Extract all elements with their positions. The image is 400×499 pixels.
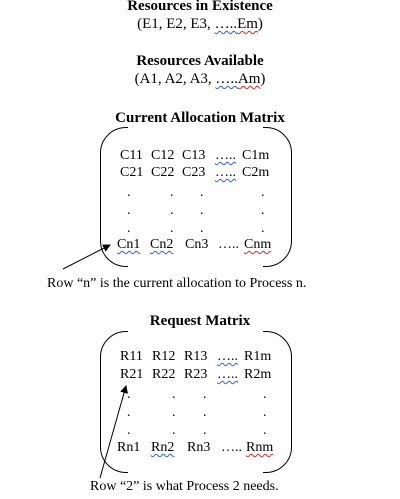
cell: Cn3 — [185, 237, 209, 252]
cell: Rnm — [246, 440, 274, 455]
cell: C1m — [242, 148, 270, 163]
dot: . — [200, 221, 204, 236]
dot: . — [170, 185, 174, 200]
cell: R23 — [184, 367, 208, 382]
cell: Rn1 — [117, 440, 141, 455]
cell: C21 — [120, 165, 144, 180]
cell: C11 — [120, 148, 143, 163]
dot: . — [203, 423, 207, 438]
resources-available-title: Resources Available — [136, 53, 264, 69]
cell: Cn2 — [150, 237, 174, 252]
cell: ….. — [217, 367, 238, 382]
dot: . — [261, 203, 265, 218]
resources-available-vector: (A1, A2, A3, …..Am) — [134, 71, 266, 87]
dot: . — [127, 405, 131, 420]
request-row-arrow — [99, 385, 128, 479]
dot: . — [261, 185, 265, 200]
dot: . — [127, 423, 131, 438]
cell: C23 — [182, 165, 206, 180]
dot: . — [203, 387, 207, 402]
cell: ….. — [215, 165, 236, 180]
allocation-caption: Row “n” is the current allocation to Pro… — [47, 276, 307, 291]
dot: . — [203, 405, 207, 420]
cell: Cn1 — [117, 237, 141, 252]
cell: R11 — [120, 349, 143, 364]
dot: . — [127, 221, 131, 236]
dot: . — [200, 203, 204, 218]
cell: R13 — [184, 349, 208, 364]
resources-existence-title: Resources in Existence — [127, 0, 273, 14]
dot: . — [170, 203, 174, 218]
cell: C12 — [151, 148, 175, 163]
cell: C22 — [151, 165, 175, 180]
cell: R1m — [244, 349, 272, 364]
cell: R22 — [152, 367, 176, 382]
dot: . — [263, 387, 267, 402]
dot: . — [172, 387, 176, 402]
request-matrix-title: Request Matrix — [149, 313, 251, 329]
cell: C13 — [182, 148, 206, 163]
resources-existence-vector: (E1, E2, E3, …..Em) — [137, 16, 263, 32]
allocation-row-arrow — [62, 244, 111, 270]
cell: R12 — [152, 349, 176, 364]
dot: . — [170, 221, 174, 236]
dot: . — [127, 387, 131, 402]
dot: . — [261, 221, 265, 236]
dot: . — [127, 203, 131, 218]
dot: . — [263, 423, 267, 438]
dot: . — [263, 405, 267, 420]
cell: Rn2 — [151, 440, 175, 455]
dot: . — [200, 185, 204, 200]
cell: ….. — [217, 349, 238, 364]
cell: R21 — [120, 367, 144, 382]
cell: Rn3 — [187, 440, 211, 455]
cell: R2m — [244, 367, 272, 382]
dot: . — [127, 185, 131, 200]
request-caption: Row “2” is what Process 2 needs. — [90, 479, 279, 494]
allocation-matrix-title: Current Allocation Matrix — [115, 110, 285, 126]
dot: . — [172, 405, 176, 420]
cell: ….. — [215, 148, 236, 163]
cell: C2m — [242, 165, 270, 180]
cell: Cnm — [244, 237, 272, 252]
cell: ….. — [221, 440, 242, 455]
dot: . — [172, 423, 176, 438]
cell: ….. — [218, 237, 239, 252]
